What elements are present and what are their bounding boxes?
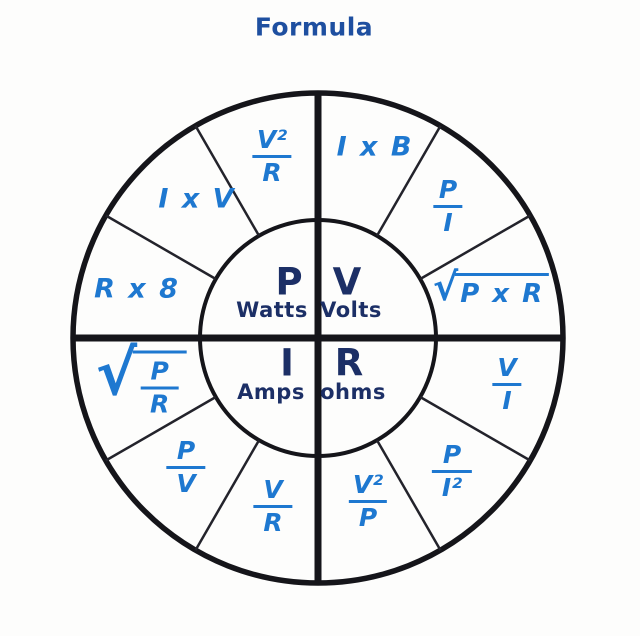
- formula-watts-v2-over-r: V² R: [252, 125, 292, 186]
- radical-sign: √: [95, 336, 138, 410]
- spoke-330deg: [419, 395, 531, 462]
- fraction-denominator: P: [348, 500, 388, 531]
- fraction-denominator: V: [166, 466, 206, 497]
- fraction-numerator: V: [497, 353, 517, 382]
- formula-watts-r-times-8: R x 8: [94, 273, 180, 305]
- fraction-numerator: P: [176, 436, 196, 465]
- fraction-numerator: V²: [352, 470, 384, 499]
- fraction-denominator: I: [433, 205, 463, 236]
- formula-amps-v-over-r: V R: [253, 475, 293, 536]
- fraction-numerator: P: [442, 440, 462, 469]
- fraction-numerator: P: [438, 175, 458, 204]
- formula-volts-sqrt-p-times-r: √ P x R: [432, 265, 550, 309]
- fraction-denominator: R: [253, 505, 293, 536]
- spoke-60deg: [375, 125, 442, 237]
- spoke-30deg: [419, 214, 531, 281]
- center-unit-watts: Watts: [236, 298, 308, 322]
- center-symbol-resistance: R: [334, 341, 364, 385]
- spoke-210deg: [105, 395, 217, 462]
- center-unit-amps: Amps: [237, 380, 305, 404]
- radical-sign: √: [432, 265, 459, 309]
- fraction-denominator: R: [252, 155, 292, 186]
- fraction-numerator: P: [150, 356, 169, 386]
- fraction-denominator: I²: [431, 470, 473, 501]
- formula-amps-p-over-v: P V: [166, 436, 206, 497]
- center-symbol-current: I: [280, 341, 294, 385]
- spoke-300deg: [375, 439, 442, 551]
- fraction-denominator: R: [141, 386, 179, 418]
- page-title: Formula: [254, 12, 374, 42]
- radicand: P R: [133, 350, 187, 418]
- sector-spokes: [105, 125, 531, 551]
- fraction-numerator: V: [263, 475, 283, 504]
- formula-ohms-v2-over-p: V² P: [348, 470, 388, 531]
- formula-watts-i-times-v: I x V: [158, 183, 236, 215]
- formula-ohms-v-over-i: V I: [492, 353, 522, 414]
- spoke-150deg: [105, 214, 217, 281]
- formula-ohms-p-over-i2: P I²: [431, 440, 473, 501]
- formula-amps-sqrt-p-over-r: √ P R: [95, 336, 187, 418]
- formula-volts-p-over-i: P I: [433, 175, 463, 236]
- spoke-120deg: [194, 125, 261, 237]
- center-unit-ohms: ohms: [320, 380, 386, 404]
- formula-volts-i-times-r: I x B: [336, 131, 414, 163]
- spoke-240deg: [194, 439, 261, 551]
- fraction-numerator: V²: [256, 125, 288, 154]
- radicand: P x R: [455, 273, 550, 309]
- center-symbol-power: P: [275, 260, 303, 304]
- fraction-denominator: I: [492, 383, 522, 414]
- center-unit-volts: Volts: [320, 298, 382, 322]
- center-symbol-voltage: V: [332, 260, 362, 304]
